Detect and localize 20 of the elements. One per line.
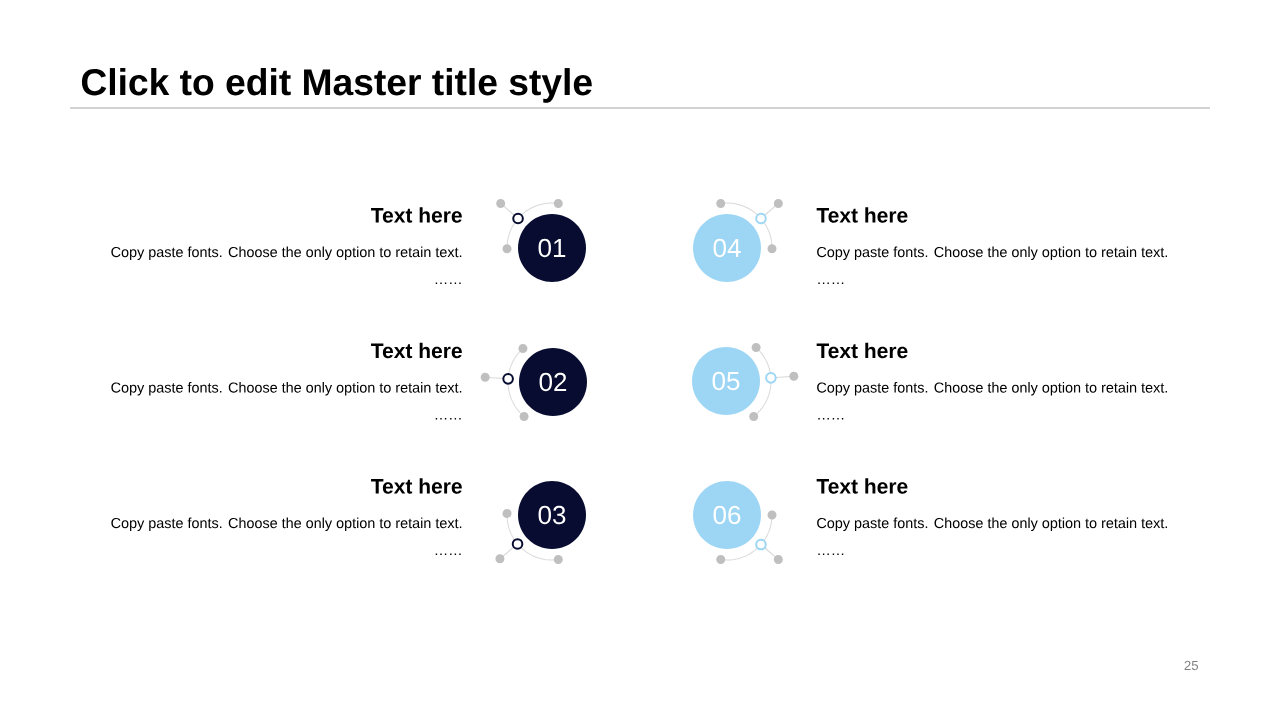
item-description: Copy paste fonts. Choose the only option to retain text. [817,382,1167,396]
item-description: Copy paste fonts. Choose the only option to retain text. [111,382,462,396]
ellipsis-text: …… [435,553,461,555]
item-heading: Text here [816,207,908,223]
item-heading: Text here [371,342,462,359]
page-number: 25 [1184,660,1199,671]
ellipsis-text: …… [818,553,844,555]
item-heading: Text here [371,478,462,494]
ellipsis-text: …… [818,282,844,284]
item-description: Copy paste fonts. Choose the only option to retain text. [111,246,462,260]
ellipsis-text: …… [435,417,461,420]
item-heading: Text here [371,207,462,223]
ellipsis-text: …… [818,417,844,420]
item-heading: Text here [816,478,908,494]
slide-title: Click to edit Master title style [81,68,592,103]
item-description: Copy paste fonts. Choose the only option to retain text. [817,517,1167,531]
item-description: Copy paste fonts. Choose the only option to retain text. [111,517,462,531]
item-description: Copy paste fonts. Choose the only option to retain text. [817,246,1167,260]
ellipsis-text: …… [435,282,461,284]
item-heading: Text here [816,342,908,359]
